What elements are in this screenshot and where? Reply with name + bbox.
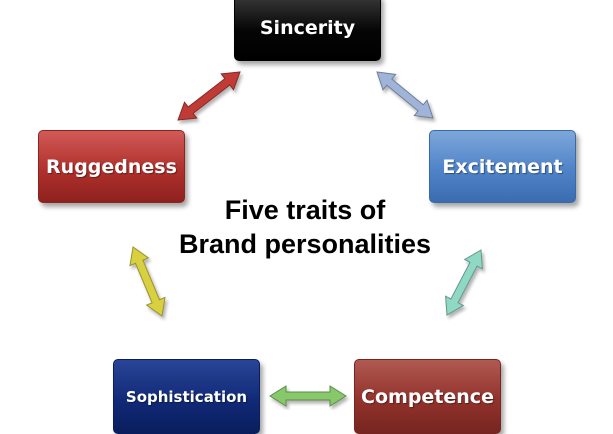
arrow-excitement-competence [445,249,483,316]
excitement-box: Excitement [429,130,576,203]
diagram-arrows [129,71,483,407]
ruggedness-label: Ruggedness [46,155,177,178]
ruggedness-box: Ruggedness [38,130,185,203]
sincerity-box: Sincerity [234,0,381,61]
diagram-title: Five traits of Brand personalities [130,193,480,261]
arrow-sincerity-excitement [376,71,434,119]
arrow-ruggedness-sincerity [177,71,241,121]
sophistication-box: Sophistication [113,359,260,434]
excitement-label: Excitement [442,155,563,178]
sophistication-label: Sophistication [125,387,248,406]
competence-box: Competence [354,359,501,434]
arrow-competence-sophistication [269,385,347,407]
competence-label: Competence [361,385,494,408]
sincerity-label: Sincerity [259,16,356,39]
title-line-2: Brand personalities [178,229,432,259]
title-line-1: Five traits of [224,195,386,225]
arrow-sophistication-ruggedness [129,246,166,317]
